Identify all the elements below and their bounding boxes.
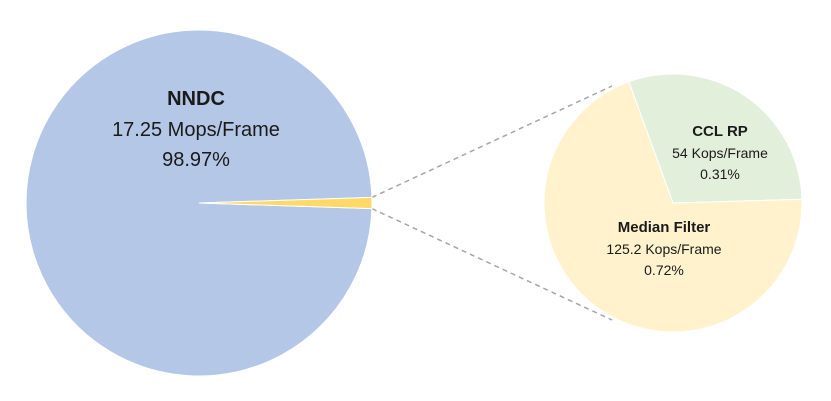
connector-lines xyxy=(371,85,613,321)
main-pie xyxy=(25,29,373,377)
median-filter-label-name: Median Filter xyxy=(618,219,711,236)
nndc-label-amount: 17.25 Mops/Frame xyxy=(112,119,280,141)
slice-median-filter xyxy=(543,81,803,333)
ccl-rp-label-percent: 0.31% xyxy=(700,166,740,182)
median-filter-label-percent: 0.72% xyxy=(644,262,684,278)
nndc-label-percent: 98.97% xyxy=(162,149,230,171)
median-filter-label-amount: 125.2 Kops/Frame xyxy=(606,241,721,257)
connector-top xyxy=(371,85,613,199)
nndc-label-name: NNDC xyxy=(167,88,225,110)
ccl-rp-label-amount: 54 Kops/Frame xyxy=(672,145,768,161)
slice-ccl-rp xyxy=(628,73,803,204)
detail-pie xyxy=(543,73,803,333)
ccl-rp-label-name: CCL RP xyxy=(692,123,748,140)
connector-bottom xyxy=(371,207,613,321)
slice-other-combined xyxy=(198,196,373,210)
